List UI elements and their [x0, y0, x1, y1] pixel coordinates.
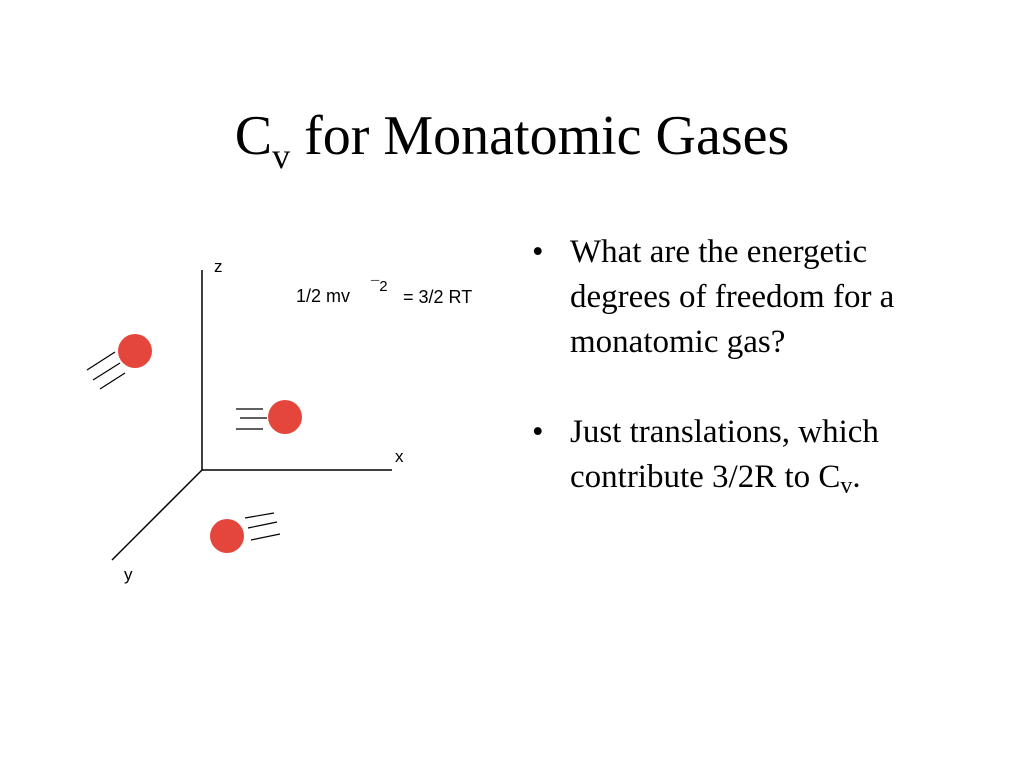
motion-line: [92, 362, 121, 381]
bullet-marker: •: [532, 234, 544, 270]
motion-line: [86, 351, 116, 371]
motion-line: [244, 512, 275, 519]
atom-circle: [210, 519, 244, 553]
equation-left: 1/2 mv: [296, 286, 350, 306]
bullet-item: • What are the energetic degrees of free…: [532, 230, 972, 365]
equation-superscript: ¯2: [370, 278, 388, 295]
motion-line: [250, 533, 281, 541]
title-rest: for Monatomic Gases: [290, 105, 790, 167]
title-main: C: [234, 105, 273, 167]
bullet-text-end: .: [852, 459, 861, 495]
motion-line: [99, 372, 126, 390]
bullet-marker: •: [532, 414, 544, 450]
y-axis-label: y: [124, 565, 133, 584]
atom-circle: [268, 400, 302, 434]
bullet-text: Just translations, which contribute 3/2R…: [570, 414, 879, 495]
bullet-text: What are the energetic degrees of freedo…: [570, 234, 895, 360]
bullet-list: • What are the energetic degrees of free…: [532, 230, 972, 554]
x-axis-label: x: [395, 447, 404, 466]
bullet-item: • Just translations, which contribute 3/…: [532, 410, 972, 509]
bullet-subscript: v: [840, 473, 853, 499]
equation-right: = 3/2 RT: [403, 287, 472, 307]
y-axis: [111, 469, 203, 561]
motion-line: [247, 521, 278, 529]
z-axis-label: z: [214, 257, 223, 276]
atom-circle: [118, 334, 152, 368]
slide-title: Cv for Monatomic Gases: [0, 96, 1024, 196]
title-subscript: v: [272, 136, 291, 176]
